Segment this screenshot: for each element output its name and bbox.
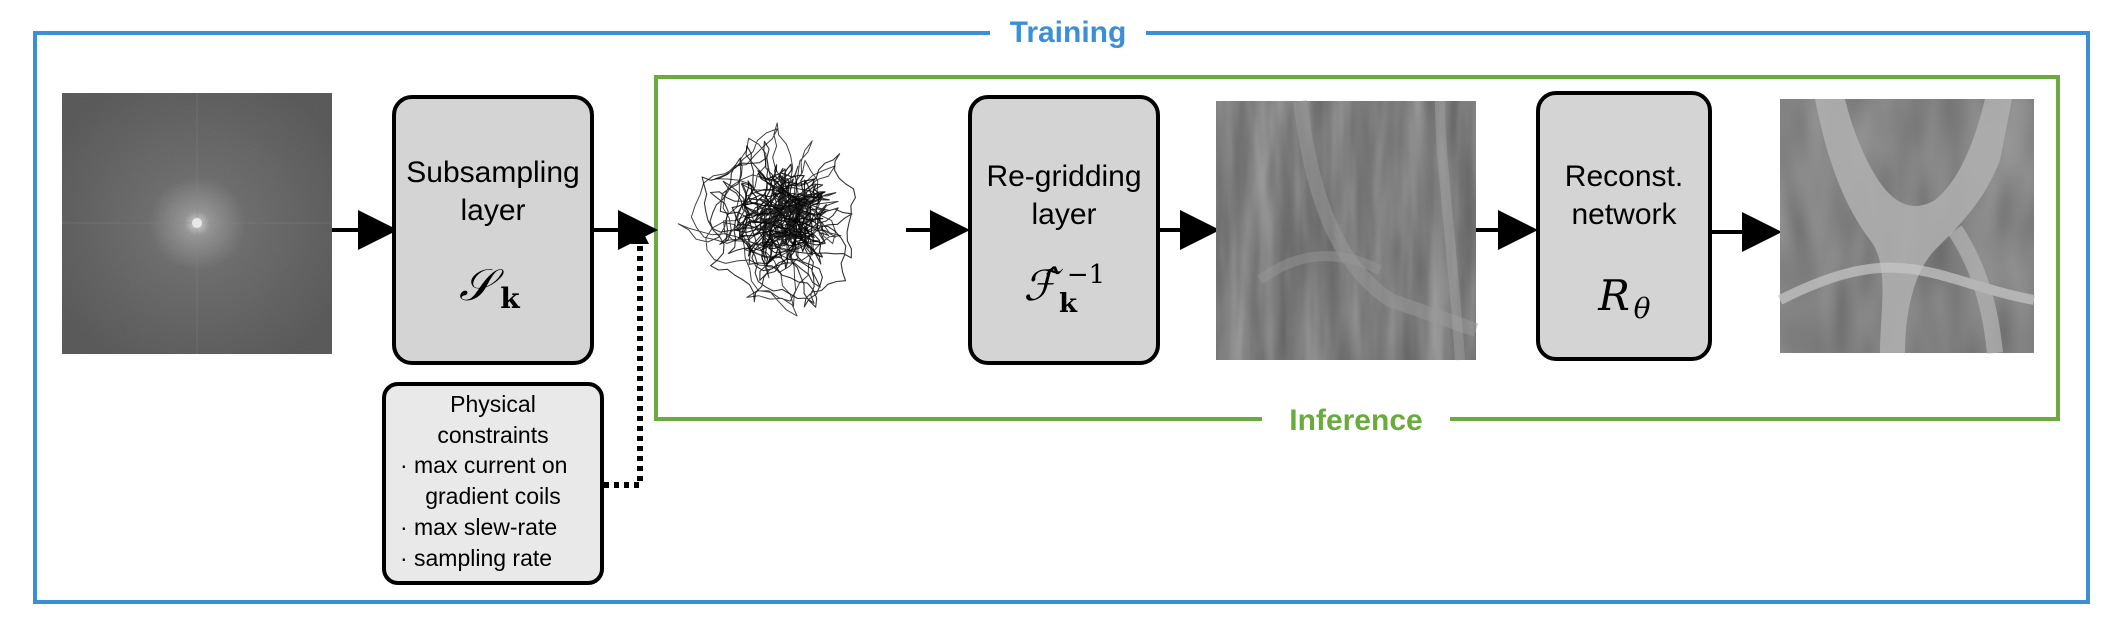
constraints-bullet-4: · (400, 545, 408, 571)
reconstructed-mri-image (1777, 99, 2035, 354)
regridding-sub: k (1059, 289, 1078, 319)
reconst-network-box: Reconst. network R θ (1536, 91, 1712, 361)
k-space-image (62, 93, 332, 354)
constraints-bullet-1: · (400, 452, 408, 478)
subsampling-line1: Subsampling (406, 156, 579, 189)
regridding-sup: −1 (1067, 260, 1105, 290)
regridding-line1: Re-gridding (986, 160, 1141, 193)
constraints-arrowhead (631, 226, 649, 244)
training-frame (33, 31, 2090, 604)
training-label: Training (1010, 16, 1127, 49)
constraints-item-1: max current on (414, 452, 567, 478)
physical-constraints-box: Physical constraints · max current on gr… (382, 382, 604, 585)
reconst-line1: Reconst. (1565, 160, 1683, 193)
trajectory-path (701, 140, 856, 308)
constraints-title1: Physical (450, 391, 536, 417)
subsampling-sub: k (500, 282, 520, 315)
reconst-symbol: R (1597, 271, 1630, 320)
constraints-title2: constraints (437, 422, 548, 448)
trajectory-path (677, 122, 842, 317)
constraints-item-3: max slew-rate (414, 514, 557, 540)
constraints-item-4: sampling rate (414, 545, 552, 571)
sampling-trajectory (677, 122, 856, 317)
subsampling-line2: layer (460, 194, 525, 227)
aliased-reconstruction-image (1216, 100, 1479, 361)
reconst-line2: network (1571, 198, 1677, 231)
constraints-dotted-connector (604, 240, 643, 488)
constraints-bullet-3: · (400, 514, 408, 540)
reconst-sub: θ (1634, 292, 1651, 325)
constraints-item-2: gradient coils (425, 483, 561, 509)
regridding-layer-box: Re-gridding layer ℱ̂ k −1 (968, 95, 1160, 365)
inference-frame (654, 75, 2060, 421)
regridding-line2: layer (1031, 198, 1096, 231)
subsampling-layer-box: Subsampling layer 𝒮 k (392, 95, 594, 365)
inference-label: Inference (1289, 404, 1422, 437)
